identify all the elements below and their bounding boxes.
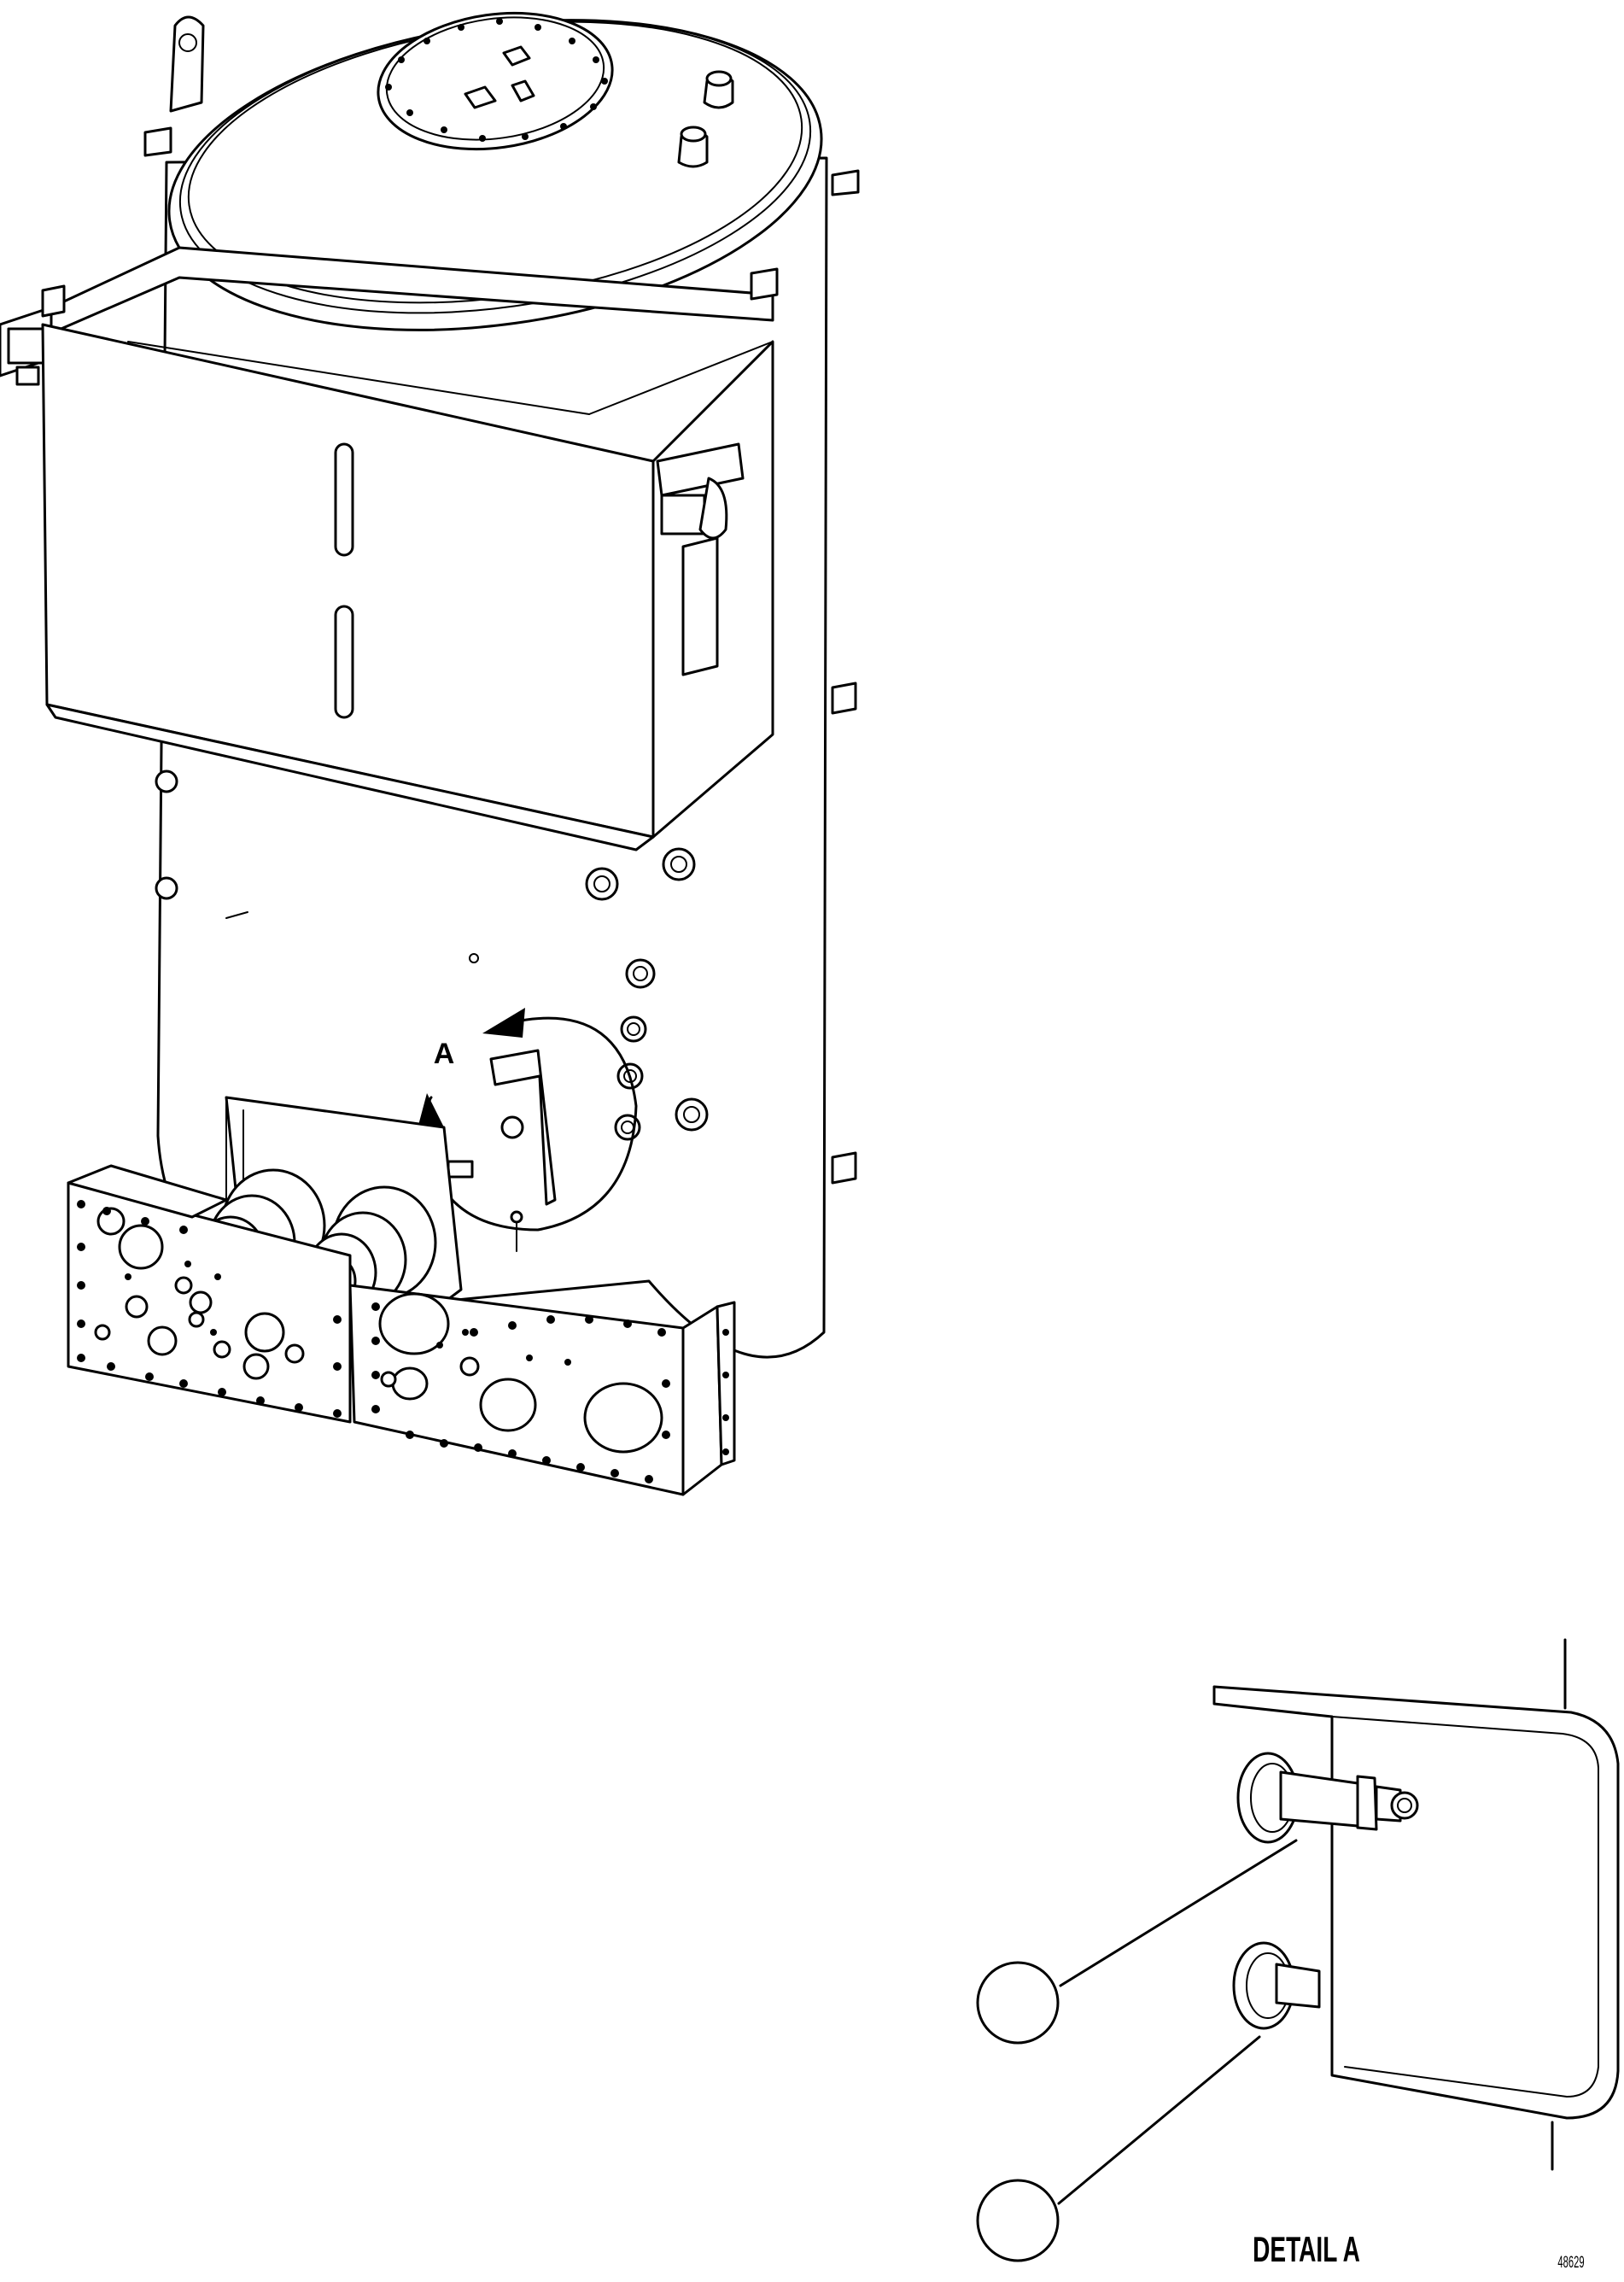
breather-fitting [677, 70, 734, 168]
mounting-tab [831, 1151, 857, 1185]
inspection-flange [377, 11, 614, 151]
bolt-heads [155, 769, 709, 1141]
tank-assembly: A [0, 11, 860, 1496]
lifting-lug-left [169, 15, 205, 113]
leader-line [1057, 2035, 1261, 2205]
detail-title: DETAIL A [1253, 2231, 1360, 2270]
junction-box [41, 323, 774, 851]
mounting-tab [831, 682, 857, 715]
callout-balloon [976, 2179, 1060, 2262]
detail-a-view: DETAIL A [976, 1638, 1620, 2270]
view-label: A [434, 1038, 455, 1070]
terminal-plate-right [348, 1284, 736, 1496]
figure-number: 48629 [1557, 2254, 1584, 2272]
mounting-tab [143, 126, 172, 157]
mounting-bracket [1212, 1685, 1620, 2120]
leader-line [1059, 1839, 1298, 1987]
fitting-lower [1232, 1941, 1321, 2030]
terminal-plate-left [67, 1164, 352, 1424]
mounting-tab [831, 169, 860, 196]
fitting-upper [1236, 1752, 1419, 1844]
callout-balloon [976, 1961, 1060, 2045]
